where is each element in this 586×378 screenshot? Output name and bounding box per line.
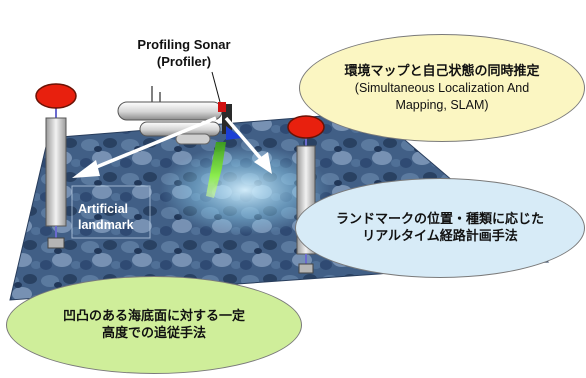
scan-arrow-right (224, 116, 272, 174)
route-planning-callout: ランドマークの位置・種類に応じた リアルタイム経路計画手法 (295, 178, 585, 278)
sonar-label-line1: Profiling Sonar (137, 37, 231, 52)
landmark-label-line1: Artificial (78, 202, 129, 216)
sonar-glow (160, 145, 330, 235)
slam-english-line1: (Simultaneous Localization And (354, 80, 530, 95)
sonar-label: Profiling Sonar (Profiler) (100, 36, 268, 70)
terrain-following-line2: 高度での追従手法 (101, 326, 206, 341)
route-planning-line1: ランドマークの位置・種類に応じた (335, 212, 544, 227)
route-planning-line2: リアルタイム経路計画手法 (362, 229, 518, 244)
landmark-buoy-icon (35, 83, 77, 249)
slam-callout: 環境マップと自己状態の同時推定 (Simultaneous Localizati… (299, 34, 585, 142)
slam-title: 環境マップと自己状態の同時推定 (344, 63, 540, 79)
sonar-label-line2: (Profiler) (156, 54, 212, 69)
scan-arrow-left (72, 116, 217, 178)
landmark-label: Artificial landmark (78, 201, 134, 233)
slam-english-line2: Mapping, SLAM) (395, 97, 489, 112)
landmark-label-line2: landmark (78, 218, 134, 232)
terrain-following-line1: 凹凸のある海底面に対する一定 (62, 309, 245, 324)
terrain-following-callout: 凹凸のある海底面に対する一定 高度での追従手法 (6, 276, 302, 374)
landmark-box (71, 185, 151, 239)
sonar-beam-icon (206, 142, 226, 198)
